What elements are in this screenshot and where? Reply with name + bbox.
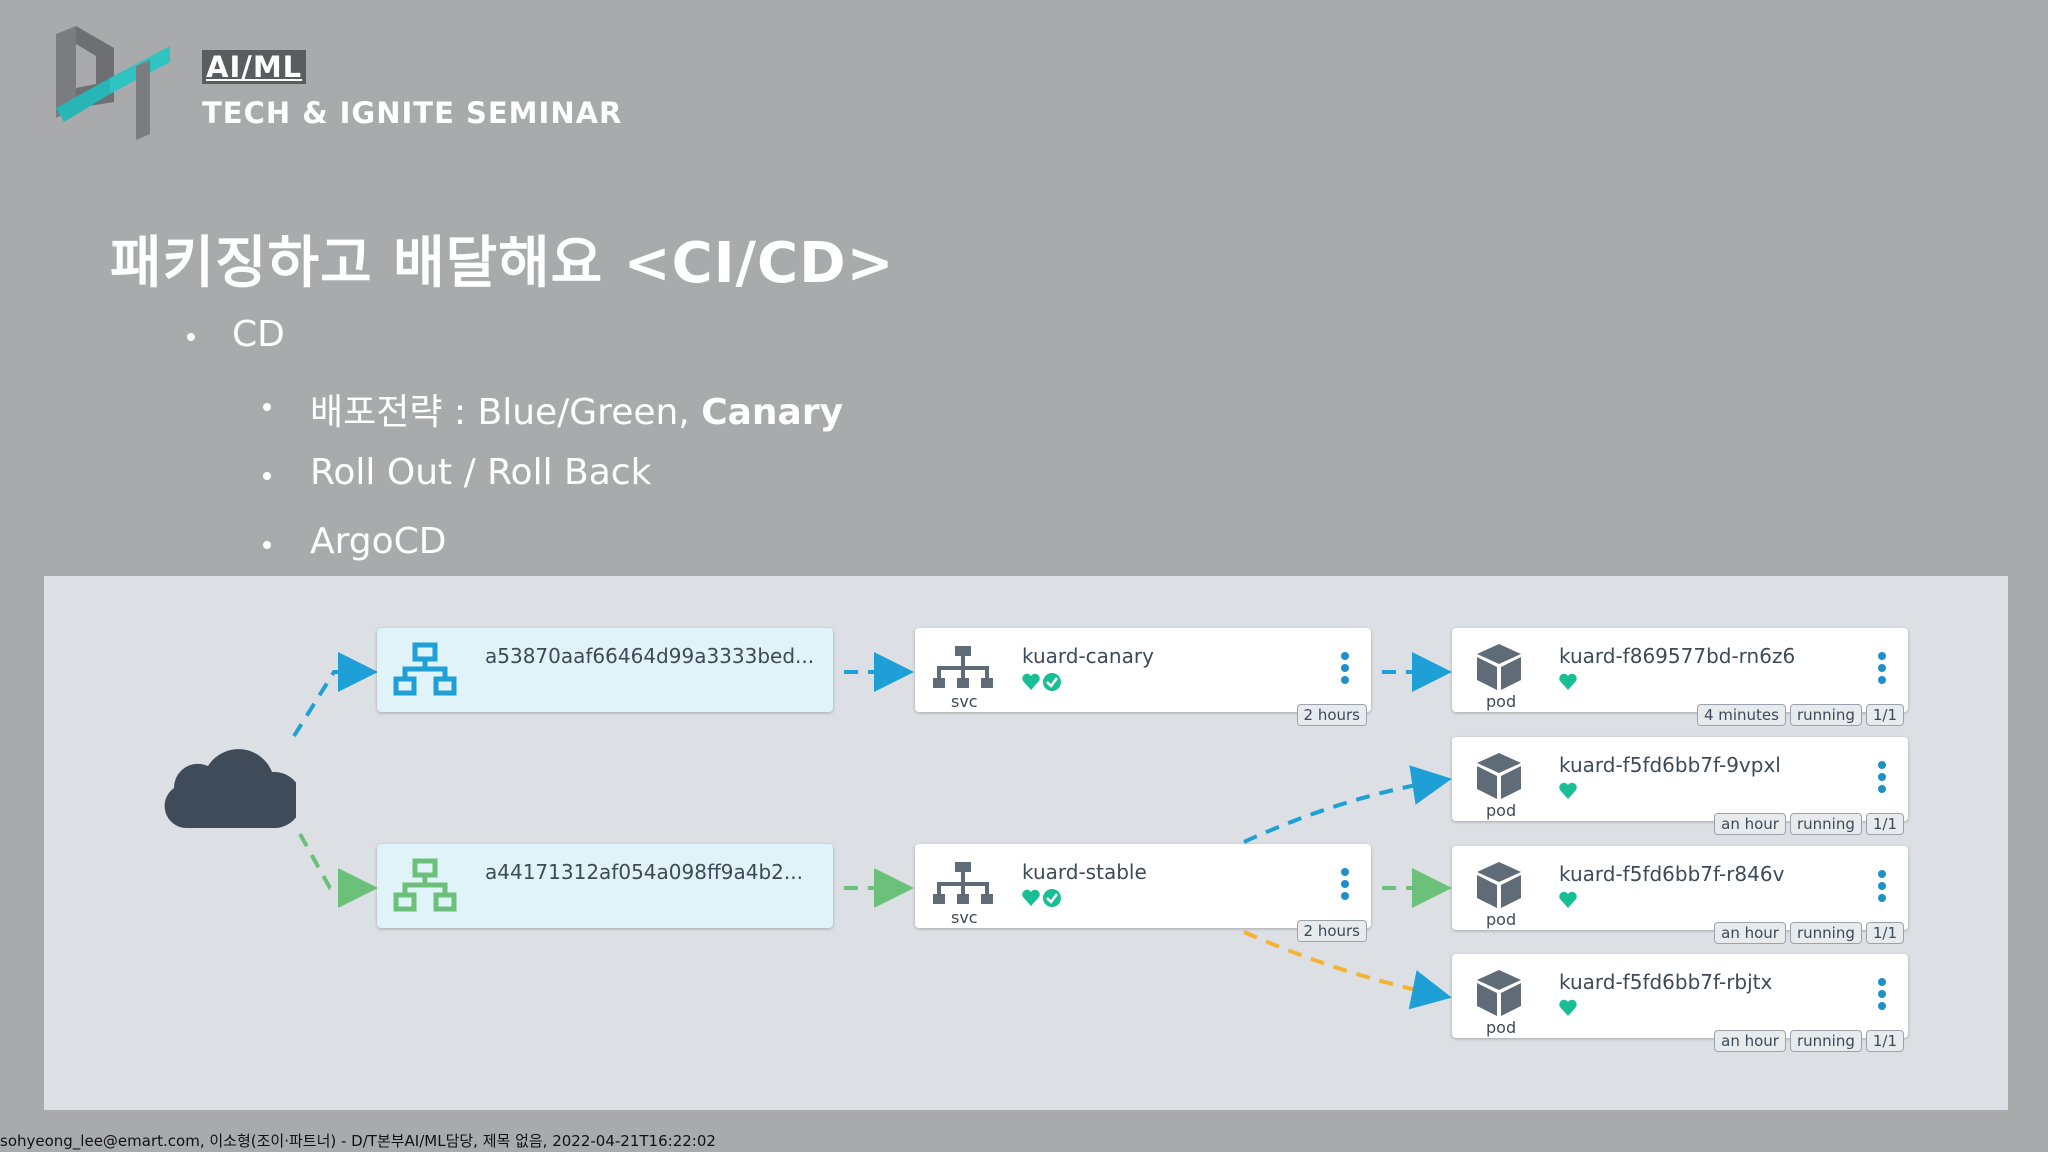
bullet-canary-bold: Canary: [701, 392, 844, 433]
brand-line-1: AI/ML: [202, 50, 307, 84]
service-node-canary[interactable]: svc kuard-canary 2 hours: [915, 628, 1371, 726]
age-tag: an hour: [1714, 1030, 1786, 1052]
brand-line-2: TECH & IGNITE SEMINAR: [202, 96, 623, 130]
age-tag: 2 hours: [1296, 920, 1367, 942]
pod-node[interactable]: pod kuard-f869577bd-rn6z6 4 minutes runn…: [1452, 628, 1908, 726]
kind-label: svc: [951, 908, 978, 927]
ingress-node-stable[interactable]: a44171312af054a098ff9a4b2...: [377, 844, 833, 928]
ready-tag: 1/1: [1865, 922, 1904, 944]
pod-node[interactable]: pod kuard-f5fd6bb7f-rbjtx an hour runnin…: [1452, 954, 1908, 1052]
kind-label: pod: [1486, 692, 1517, 711]
status-tags: an hour running 1/1: [1714, 922, 1904, 944]
pod-name: kuard-f869577bd-rn6z6: [1559, 644, 1796, 668]
status-tags: 2 hours: [1296, 704, 1367, 726]
more-menu-icon[interactable]: [1878, 652, 1886, 688]
pod-node[interactable]: pod kuard-f5fd6bb7f-9vpxl an hour runnin…: [1452, 737, 1908, 835]
more-menu-icon[interactable]: [1878, 978, 1886, 1014]
status-tag: running: [1789, 1030, 1862, 1052]
ingress-name: a44171312af054a098ff9a4b2...: [485, 860, 803, 884]
pod-node[interactable]: pod kuard-f5fd6bb7f-r846v an hour runnin…: [1452, 846, 1908, 944]
service-name: kuard-stable: [1022, 860, 1147, 884]
pod-name: kuard-f5fd6bb7f-r846v: [1559, 862, 1785, 886]
bullet-dot: [263, 541, 271, 549]
status-tags: an hour running 1/1: [1714, 1030, 1904, 1052]
bullet-argocd: ArgoCD: [310, 521, 447, 562]
health-heart-icon: [1559, 891, 1577, 908]
status-tag: running: [1789, 704, 1862, 726]
health-heart-icon: [1559, 999, 1577, 1016]
pod-cube-icon: [1477, 862, 1521, 908]
argocd-resource-tree: a53870aaf66464d99a3333bed... a44171312af…: [44, 576, 2008, 1110]
status-tags: an hour running 1/1: [1714, 813, 1904, 835]
age-tag: an hour: [1714, 813, 1786, 835]
bullet-rollout: Roll Out / Roll Back: [310, 452, 652, 493]
health-heart-sync-check-icon: [1022, 673, 1061, 691]
status-tags: 2 hours: [1296, 920, 1367, 942]
service-hierarchy-icon: [933, 862, 993, 904]
pod-cube-icon: [1477, 753, 1521, 799]
pod-name: kuard-f5fd6bb7f-rbjtx: [1559, 970, 1773, 994]
bullet-cd: CD: [232, 314, 285, 355]
ready-tag: 1/1: [1865, 813, 1904, 835]
status-tags: 4 minutes running 1/1: [1696, 704, 1904, 726]
more-menu-icon[interactable]: [1341, 868, 1349, 904]
watermark-footer: sohyeong_lee@emart.com, 이소형(조이·파트너) - D/…: [0, 1132, 716, 1150]
tree-edges: [292, 652, 1452, 1010]
age-tag: 4 minutes: [1696, 704, 1786, 726]
dt-logo-icon: [56, 26, 170, 140]
service-node-stable[interactable]: svc kuard-stable 2 hours: [915, 844, 1371, 942]
health-heart-icon: [1559, 782, 1577, 799]
pod-cube-icon: [1477, 644, 1521, 690]
health-heart-icon: [1559, 673, 1577, 690]
kind-label: svc: [951, 692, 978, 711]
pod-name: kuard-f5fd6bb7f-9vpxl: [1559, 753, 1781, 777]
service-name: kuard-canary: [1022, 644, 1154, 668]
age-tag: an hour: [1714, 922, 1786, 944]
slide-title: 패키징하고 배달해요 <CI/CD>: [110, 231, 895, 296]
ready-tag: 1/1: [1865, 704, 1904, 726]
kind-label: pod: [1486, 801, 1517, 820]
more-menu-icon[interactable]: [1878, 870, 1886, 906]
bullet-dot: [263, 403, 271, 411]
bullet-dot: [263, 472, 271, 480]
internet-cloud-icon: [164, 749, 296, 828]
kind-label: pod: [1486, 910, 1517, 929]
ready-tag: 1/1: [1865, 1030, 1904, 1052]
network-ingress-icon: [393, 858, 457, 912]
more-menu-icon[interactable]: [1341, 652, 1349, 688]
ingress-node-canary[interactable]: a53870aaf66464d99a3333bed...: [377, 628, 833, 712]
bullet-dot: [187, 333, 195, 341]
network-ingress-icon: [393, 642, 457, 696]
status-tag: running: [1789, 922, 1862, 944]
age-tag: 2 hours: [1296, 704, 1367, 726]
status-tag: running: [1789, 813, 1862, 835]
more-menu-icon[interactable]: [1878, 761, 1886, 797]
kind-label: pod: [1486, 1018, 1517, 1037]
bullet-deploy-strategy: 배포전략 : Blue/Green, Canary: [310, 383, 843, 435]
pod-cube-icon: [1477, 970, 1521, 1016]
bullet-deploy-strategy-text: 배포전략 : Blue/Green,: [310, 392, 702, 433]
service-hierarchy-icon: [933, 646, 993, 688]
health-heart-sync-check-icon: [1022, 889, 1061, 907]
ingress-name: a53870aaf66464d99a3333bed...: [485, 644, 815, 668]
